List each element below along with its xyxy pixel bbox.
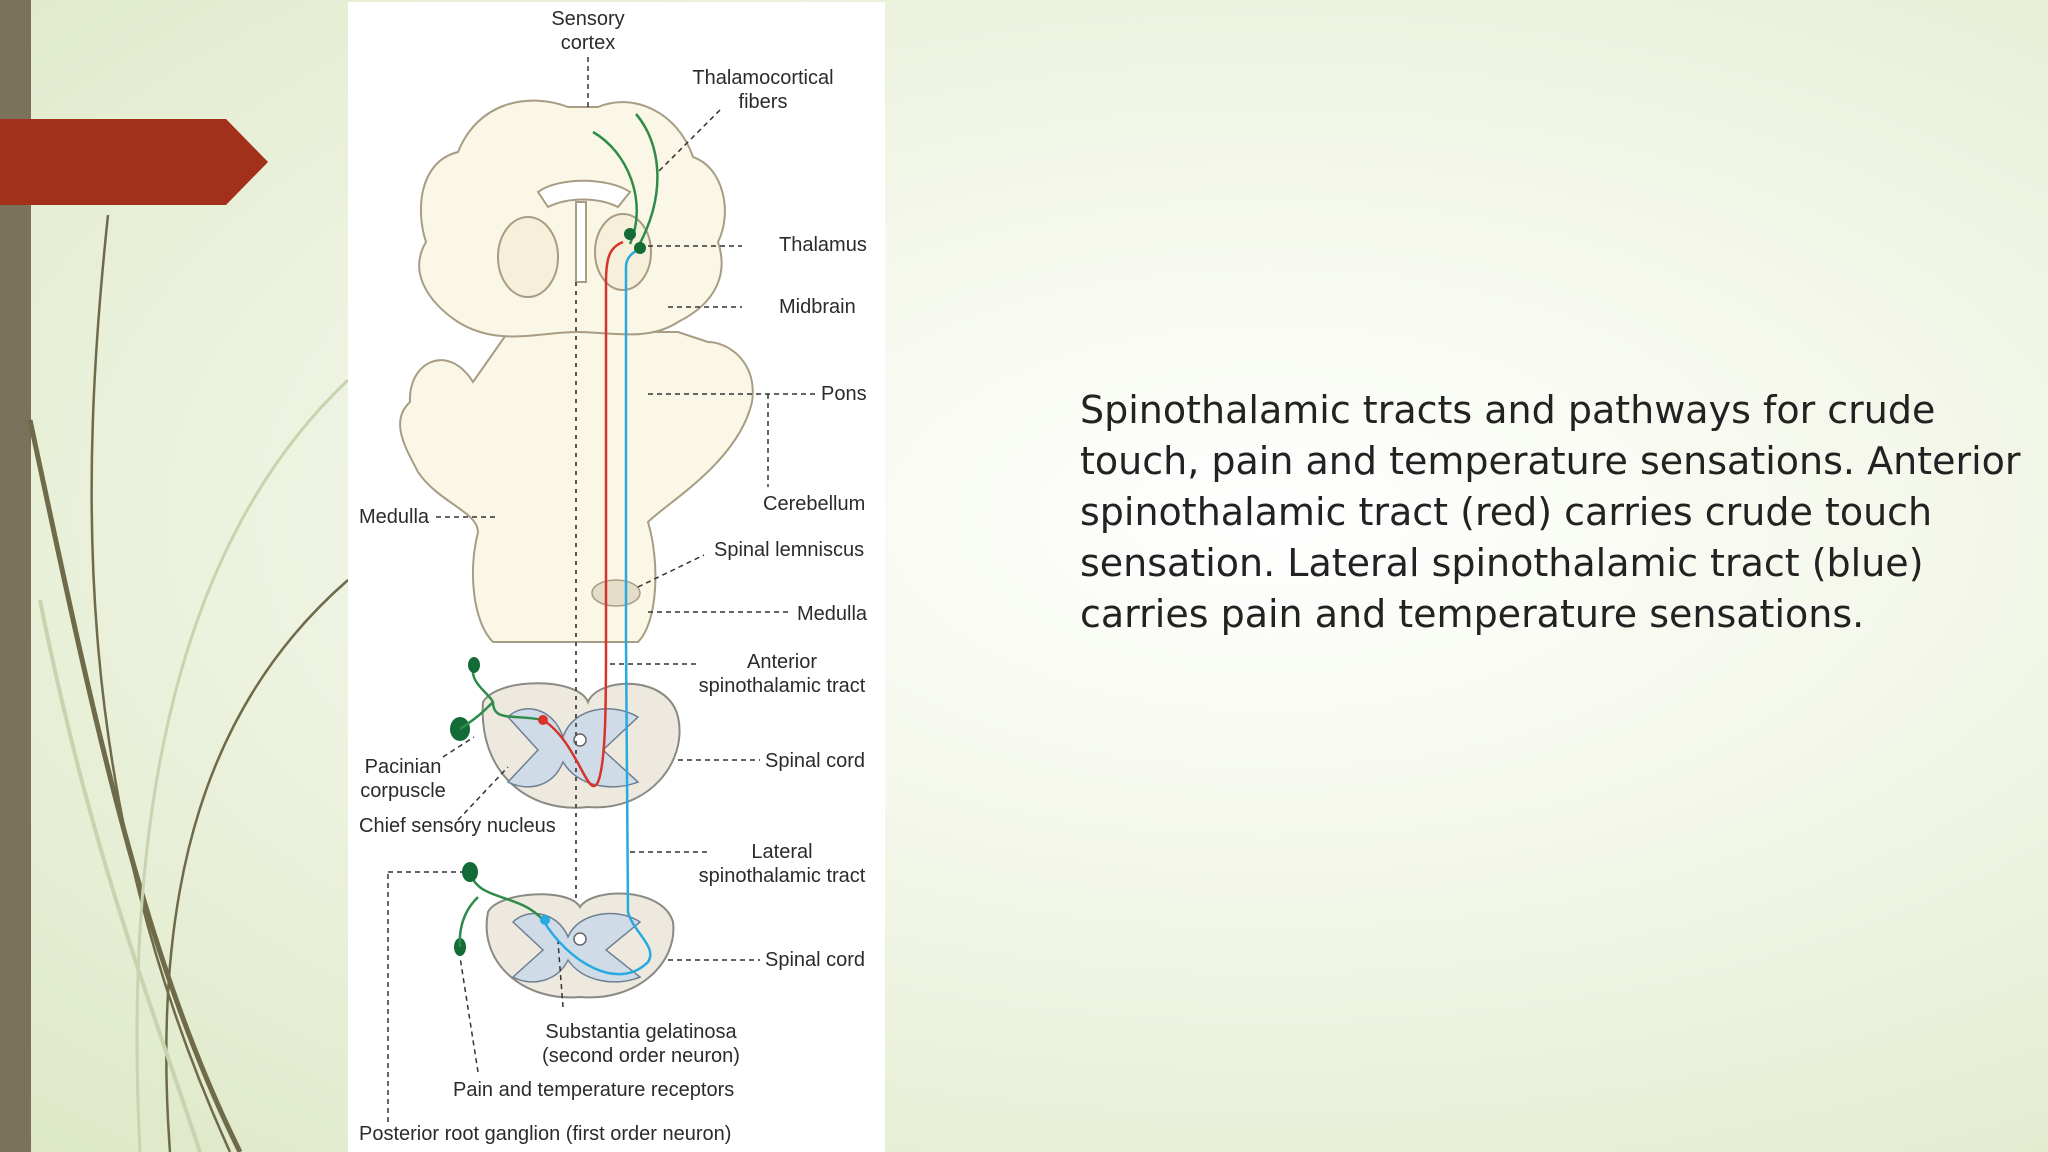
slide-caption: Spinothalamic tracts and pathways for cr…	[1080, 388, 2021, 636]
label-medulla-left: Medulla	[359, 506, 430, 528]
label-thalamocortical-fibers: Thalamocortical fibers	[692, 67, 834, 113]
label-spinal-lemniscus: Spinal lemniscus	[714, 539, 865, 561]
cerebrum-outline	[418, 99, 726, 338]
lower-spinal-cord	[485, 892, 675, 999]
label-sensory-cortex: Sensory cortex	[551, 8, 625, 54]
decorative-curves	[27, 214, 350, 1152]
red-arrow-tab	[0, 119, 268, 205]
label-pacinian-corpuscle: Pacinian corpuscle	[360, 756, 446, 802]
label-spinal-cord-upper: Spinal cord	[765, 750, 866, 772]
label-thalamus: Thalamus	[779, 234, 867, 256]
label-pain-temperature-receptors: Pain and temperature receptors	[453, 1079, 735, 1101]
thalamocortical-path	[592, 113, 659, 248]
lateral-tract-path	[541, 247, 652, 976]
label-cerebellum: Cerebellum	[763, 493, 866, 515]
diagram-artwork	[387, 57, 816, 1122]
brainstem-outline	[399, 331, 754, 643]
leader-lines	[387, 57, 816, 1122]
label-medulla-right: Medulla	[797, 603, 868, 625]
upper-spinal-cord	[481, 682, 681, 809]
label-lateral-spinothalamic-tract: Lateral spinothalamic tract	[698, 841, 866, 887]
label-chief-sensory-nucleus: Chief sensory nucleus	[359, 815, 556, 837]
anterior-tract-path	[542, 240, 624, 788]
label-spinal-cord-lower: Spinal cord	[765, 949, 866, 971]
spinal-lemniscus-oval	[591, 579, 641, 607]
label-midbrain: Midbrain	[779, 296, 856, 318]
label-posterior-root-ganglion: Posterior root ganglion (first order neu…	[359, 1123, 732, 1145]
label-anterior-spinothalamic-tract: Anterior spinothalamic tract	[698, 651, 866, 697]
spinothalamic-diagram: Sensory cortex Thalamocortical fibers Th…	[348, 2, 885, 1152]
label-pons: Pons	[821, 383, 867, 405]
label-substantia-gelatinosa: Substantia gelatinosa (second order neur…	[542, 1021, 740, 1067]
